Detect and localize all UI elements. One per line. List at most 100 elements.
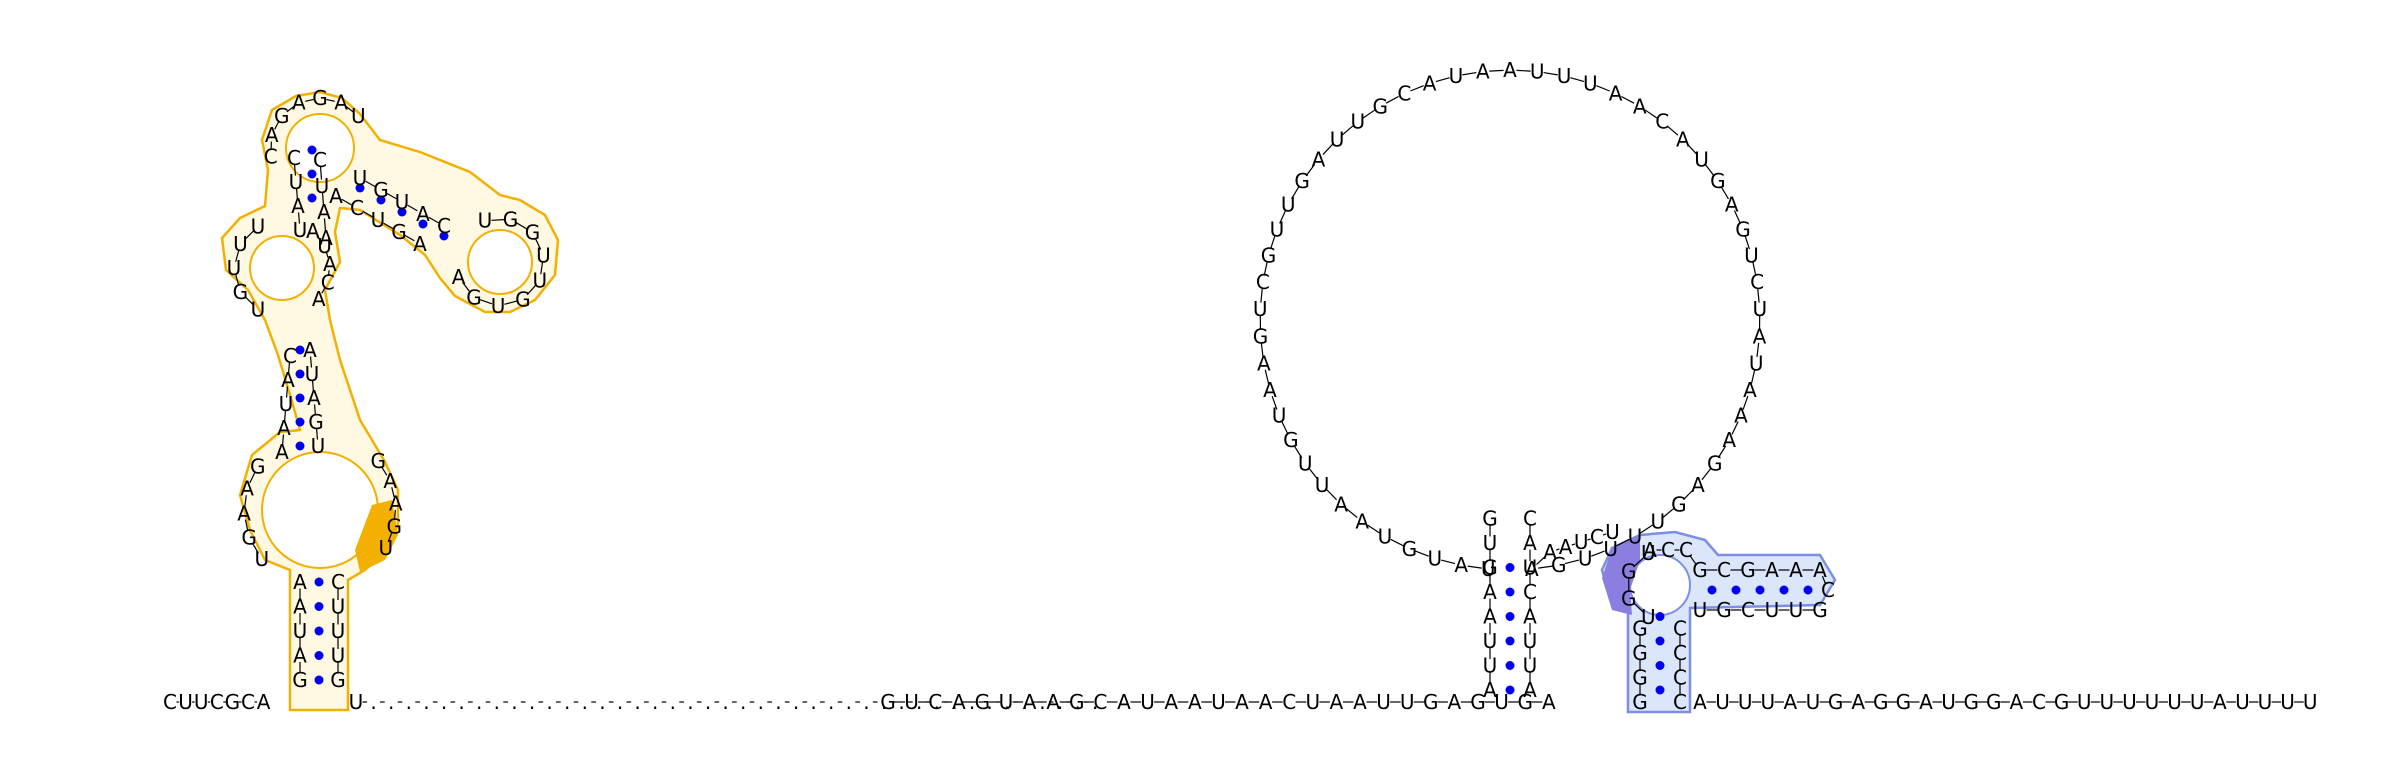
backbone-tick	[1757, 288, 1760, 303]
nucleotide-U: U	[251, 298, 266, 322]
base-pairs	[295, 145, 1813, 695]
nucleotide-G: G	[241, 526, 257, 550]
base-pair-dot	[314, 577, 324, 587]
nucleotide-U: U	[2280, 690, 2295, 714]
nucleotide-U: U	[311, 434, 326, 458]
backbone-tick	[1279, 210, 1287, 224]
backbone-tick	[297, 212, 301, 224]
nucleotide-U: U	[279, 392, 294, 416]
base-pair-dot	[1755, 585, 1765, 595]
nucleotide-A: A	[1691, 473, 1705, 497]
nucleotide-C: C	[1655, 110, 1669, 134]
backbone-tick	[365, 180, 376, 188]
nucleotide-U: U	[1272, 404, 1287, 428]
nucleotide-A: A	[1423, 71, 1437, 95]
backbone-tick	[1516, 69, 1531, 72]
gap-dot: .	[476, 690, 482, 714]
backbone-tick	[327, 270, 330, 277]
left-domain-marker	[355, 500, 398, 572]
backbone-tick	[1662, 507, 1675, 518]
base-pair-dot	[307, 193, 317, 203]
backbone-tick	[504, 300, 517, 305]
left-hairpin-hole	[467, 229, 533, 295]
nucleotide-A: A	[1353, 690, 1367, 714]
backbone-tick	[293, 164, 297, 176]
backbone-tick	[479, 299, 493, 305]
nucleotide-A: A	[1851, 690, 1865, 714]
gap-dot: .	[1022, 690, 1028, 714]
nucleotide-A: A	[1784, 690, 1798, 714]
nucleotide-C: C	[1282, 690, 1296, 714]
backbone-tick	[341, 198, 352, 206]
gap-dot: .	[529, 690, 535, 714]
base-pair-dot	[307, 145, 317, 155]
nucleotide-G: G	[1740, 558, 1756, 582]
nucleotide-A: A	[389, 491, 403, 515]
nucleotide-U: U	[1557, 64, 1572, 88]
nucleotide-A: A	[293, 644, 307, 668]
nucleotide-A: A	[1722, 428, 1736, 452]
backbone-tick	[1591, 550, 1605, 557]
nucleotide-U: U	[1211, 690, 1226, 714]
gap-dot: .	[916, 690, 922, 714]
nucleotide-U: U	[2145, 690, 2160, 714]
nucleotide-A: A	[1523, 531, 1537, 555]
gap-dot: .	[793, 690, 799, 714]
nucleotide-G: G	[1621, 586, 1637, 610]
nucleotide-A: A	[1503, 58, 1517, 82]
nucleotide-G: G	[373, 178, 389, 202]
base-pair-dot	[1707, 585, 1717, 595]
base-pair-dot	[295, 393, 305, 403]
nucleotide-U: U	[2167, 690, 2182, 714]
nucleotide-A: A	[293, 595, 307, 619]
nucleotide-U: U	[1752, 297, 1767, 321]
backbone-tick	[251, 542, 259, 554]
nucleotide-C: C	[1661, 538, 1675, 562]
backbone-tick	[1704, 164, 1715, 177]
base-pair-dot	[295, 417, 305, 427]
nucleotide-G: G	[466, 285, 482, 309]
nucleotide-U: U	[349, 690, 364, 714]
nucleotide-A: A	[1734, 404, 1748, 428]
nucleotide-U: U	[1641, 541, 1656, 565]
base-pair-dot	[295, 345, 305, 355]
nucleotide-U: U	[1530, 59, 1545, 83]
nucleotide-U: U	[478, 209, 493, 233]
nucleotide-G: G	[1482, 556, 1498, 580]
nucleotide-U: U	[1140, 690, 1155, 714]
nucleotide-U: U	[1449, 64, 1464, 88]
nucleotide-A: A	[319, 226, 333, 250]
backbone-tick	[386, 192, 397, 200]
backbone-tick	[1367, 524, 1380, 534]
nucleotide-U: U	[1315, 473, 1330, 497]
nucleotide-A: A	[1523, 678, 1537, 702]
nucleotide-A: A	[240, 477, 254, 501]
backbone-tick	[1756, 342, 1760, 358]
nucleotide-U: U	[194, 690, 209, 714]
nucleotide-G: G	[2054, 690, 2070, 714]
backbone-tick	[1731, 421, 1739, 435]
nucleotide-A: A	[329, 184, 343, 208]
nucleotide-A: A	[1543, 540, 1557, 564]
nucleotide-U: U	[1806, 690, 1821, 714]
nucleotide-G: G	[1283, 428, 1299, 452]
gap-dot: .	[441, 690, 447, 714]
nucleotide-C: C	[241, 690, 255, 714]
nucleotide-A: A	[1693, 690, 1707, 714]
backbone-tick	[462, 281, 471, 293]
nucleotide-A: A	[317, 200, 331, 224]
nucleotide-A: A	[1633, 94, 1647, 118]
nucleotide-U: U	[533, 269, 548, 293]
backbone-tick	[316, 235, 321, 242]
nucleotide-A: A	[1188, 690, 1202, 714]
backbone-tick	[383, 222, 394, 230]
nucleotide-U: U	[2099, 690, 2114, 714]
backbone-lines	[176, 69, 2304, 703]
nucleotide-U: U	[293, 218, 308, 242]
backbone-tick	[362, 210, 373, 218]
gap-dot: .	[423, 690, 429, 714]
nucleotide-U: U	[1578, 546, 1593, 570]
backbone-tick	[325, 251, 329, 258]
gap-dot: .	[986, 690, 992, 714]
backbone-tick	[1345, 507, 1358, 518]
